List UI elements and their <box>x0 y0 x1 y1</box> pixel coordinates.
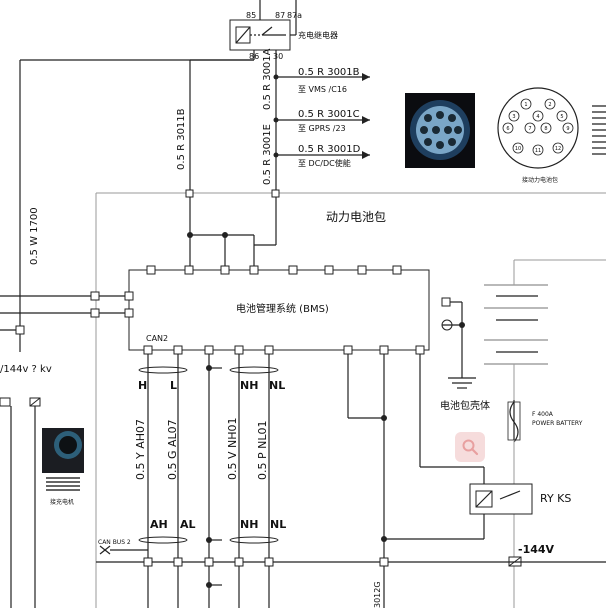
bms-module: 电池管理系统 (BMS) CAN2 <box>124 265 451 355</box>
connector-caption: 接动力电池包 <box>522 176 558 184</box>
connector-pin-label: 1 <box>524 102 527 108</box>
connector-pin-label: 2 <box>548 102 551 108</box>
connector-pin-label: 11 <box>535 148 541 154</box>
wire-3001e-label: 0.5 R 3001E <box>262 124 273 185</box>
can-bottom-ah: AH <box>150 518 168 531</box>
battery-connector-photo <box>405 93 475 168</box>
connector-pin-label: 4 <box>536 114 539 120</box>
charger-connector-photo: 接充电机 <box>42 428 84 506</box>
connector-pin-label: 3 <box>512 114 515 120</box>
charger-caption: 接充电机 <box>50 498 74 506</box>
relay-pin-30: 30 <box>273 52 283 61</box>
connector-pin <box>540 122 552 134</box>
bms-label: 电池管理系统 (BMS) <box>236 302 329 315</box>
wire-3001b-label: 0.5 R 3001B <box>298 67 360 78</box>
can-top-nh: NH <box>240 379 258 392</box>
connector-pin-label: 5 <box>560 114 563 120</box>
connector-pin <box>532 110 544 122</box>
wire-ah07-label: 0.5 Y AH07 <box>134 419 147 480</box>
connector-pin-label: 9 <box>566 126 569 132</box>
connector-pin-label: 10 <box>515 146 521 152</box>
relay-pin-87: 87 <box>275 11 285 20</box>
connector-pin <box>556 110 568 122</box>
battery-cells <box>484 284 548 365</box>
wire-1700-label: 0.5 W 1700 <box>29 207 40 265</box>
connector-pin-label: 6 <box>506 126 509 132</box>
connector-pin <box>508 110 520 122</box>
voltage-left-label: /144v ? kv <box>0 364 52 375</box>
can-bottom-nh: NH <box>240 518 258 531</box>
zoom-button[interactable] <box>455 432 485 462</box>
relay-pin-87a: 87a <box>287 11 302 20</box>
relay-pin-85: 85 <box>246 11 256 20</box>
connector-pin-label: 7 <box>528 126 531 132</box>
fuse-type: POWER BATTERY <box>532 420 583 427</box>
battery-case-label: 电池包壳体 <box>440 399 490 412</box>
can-bottom-nl: NL <box>270 518 286 531</box>
relay-name: 充电继电器 <box>298 30 338 40</box>
dest-dcdc-label: 至 DC/DC使能 <box>298 158 351 168</box>
connector-pin <box>512 142 524 154</box>
battery-pack-title: 动力电池包 <box>326 210 386 224</box>
dest-vms-label: 至 VMS /C16 <box>298 85 347 94</box>
connector-pin <box>562 122 574 134</box>
can-bottom-al: AL <box>180 518 196 531</box>
can2-label: CAN2 <box>146 334 168 343</box>
can-top-l: L <box>170 379 177 392</box>
can-bus-2-label: CAN BUS 2 <box>98 539 131 546</box>
connector-pin-label: 12 <box>555 146 561 152</box>
can-top-nl: NL <box>269 379 285 392</box>
wire-nh01-label: 0.5 V NH01 <box>226 417 239 480</box>
connector-pin <box>520 98 532 110</box>
wire-3001d-label: 0.5 R 3001D <box>298 144 361 155</box>
charge-relay: 85 87 87a 86 30 充电继电器 <box>229 11 338 61</box>
connector-pin <box>552 142 564 154</box>
connector-pin <box>502 122 514 134</box>
magnifier-icon <box>462 439 479 456</box>
can-top-h: H <box>138 379 147 392</box>
wire-al07-label: 0.5 G AL07 <box>166 419 179 480</box>
wire-3011b-label: 0.5 R 3011B <box>176 108 187 170</box>
wire-nl01-label: 0.5 P NL01 <box>256 421 269 480</box>
pinout-legend <box>592 105 606 155</box>
fuse-400a: F 400A POWER BATTERY <box>507 400 583 443</box>
connector-pin-label: 8 <box>544 126 547 132</box>
connector-pin <box>532 144 544 156</box>
wire-3001c-label: 0.5 R 3001C <box>298 109 360 120</box>
relay-ks-label: RY KS <box>540 492 571 505</box>
wire-3001a-label: 0.5 R 3001A <box>262 48 273 110</box>
fuse-rating: F 400A <box>532 411 554 418</box>
voltage-right-label: -144V <box>518 543 555 556</box>
dest-gprs-label: 至 GPRS /23 <box>298 124 346 133</box>
wire-3012g-label: 3012G <box>373 581 382 608</box>
connector-pin <box>524 122 536 134</box>
relay-ry-ks: RY KS <box>469 483 571 515</box>
connector-pin <box>544 98 556 110</box>
